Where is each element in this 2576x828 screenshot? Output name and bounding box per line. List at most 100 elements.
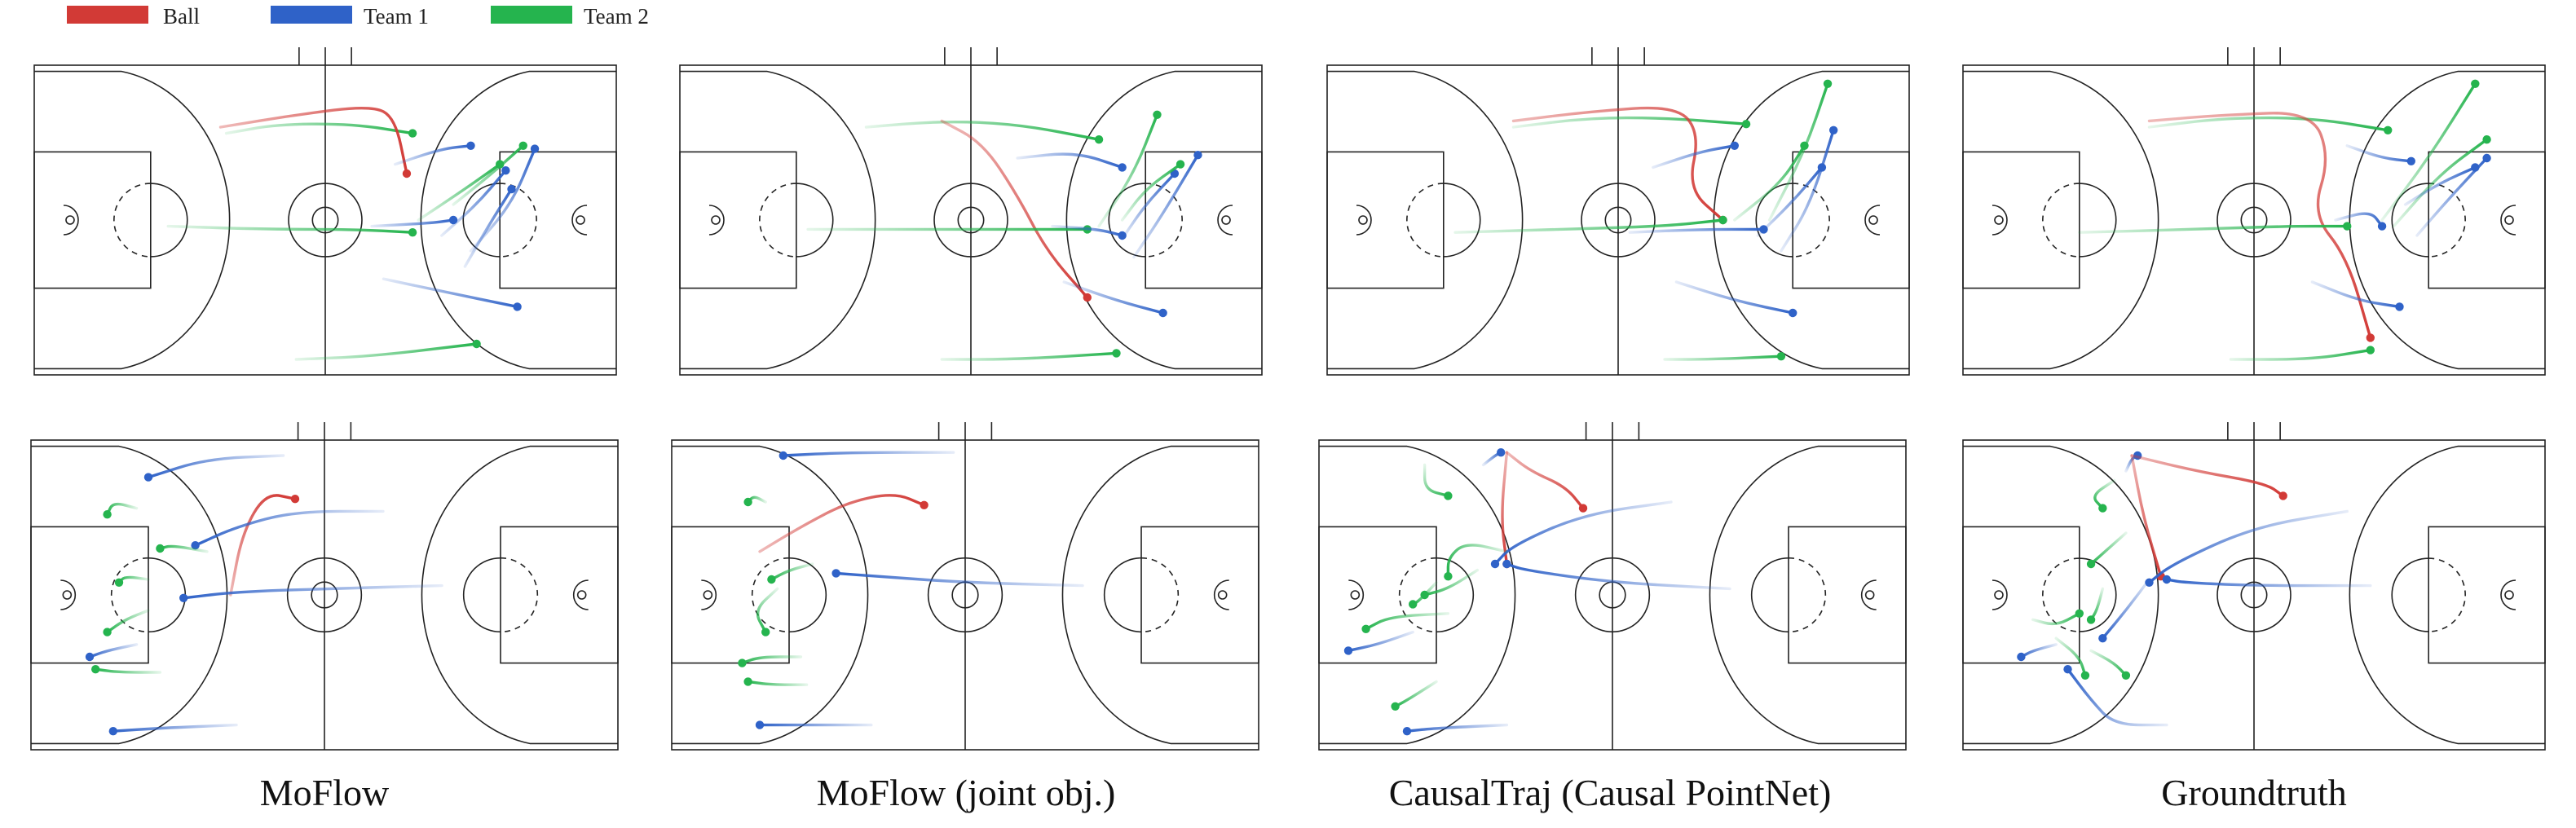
court-panels xyxy=(30,47,2546,751)
team2-trajectory xyxy=(864,120,1101,141)
caption-moflow: MoFlow xyxy=(260,772,390,813)
three-point-line xyxy=(421,445,618,745)
team2-player-marker xyxy=(1823,79,1833,89)
center-circle xyxy=(1574,557,1651,633)
team1-trajectory xyxy=(2334,212,2384,228)
team2-player-marker xyxy=(1153,110,1162,119)
team2-player-marker xyxy=(2482,135,2491,144)
ball-position-marker xyxy=(920,500,929,509)
team2-player-marker xyxy=(1409,600,1418,609)
center-circle-inner xyxy=(311,581,338,609)
team1-player-marker xyxy=(143,473,153,482)
center-circle-inner xyxy=(2240,581,2268,609)
team1-trajectory xyxy=(1481,451,1502,467)
team2-player-marker xyxy=(1094,135,1104,144)
team2-trajectory xyxy=(1423,463,1450,498)
free-throw-arc xyxy=(796,183,834,258)
team2-player-marker xyxy=(761,628,770,636)
free-throw-arc xyxy=(2391,183,2429,258)
key-box xyxy=(1140,526,1259,664)
team2-trajectory xyxy=(452,144,525,206)
team2-player-marker xyxy=(2384,126,2393,134)
rim xyxy=(62,590,73,600)
center-circle-inner xyxy=(957,206,985,234)
team2-player-marker xyxy=(408,129,417,138)
free-throw-arc-dashed xyxy=(751,557,790,633)
team2-trajectory xyxy=(756,587,779,634)
court-panel xyxy=(30,422,619,751)
key-box xyxy=(1145,151,1263,289)
team1-trajectory xyxy=(147,454,285,479)
team1-trajectory xyxy=(1132,153,1200,259)
team1-trajectory xyxy=(112,723,238,733)
team2-trajectory xyxy=(2089,531,2128,566)
team1-trajectory xyxy=(782,451,955,457)
team1-player-marker xyxy=(2482,153,2491,163)
free-throw-arc-dashed xyxy=(2042,183,2080,258)
team2-trajectory xyxy=(1453,218,1725,234)
team2-player-marker xyxy=(1391,702,1400,711)
restricted-arc xyxy=(1992,205,2008,236)
three-point-line xyxy=(34,70,231,370)
three-point-line xyxy=(672,445,869,745)
three-point-line xyxy=(1061,445,1259,745)
free-throw-arc xyxy=(150,183,188,258)
team1-trajectory xyxy=(1062,280,1165,315)
team1-trajectory xyxy=(88,643,139,658)
rim xyxy=(703,590,713,600)
legend: Ball Team 1 Team 2 xyxy=(67,4,649,29)
team1-trajectory xyxy=(1051,224,1124,237)
restricted-arc xyxy=(1217,205,1233,236)
rim xyxy=(1217,590,1228,600)
team1-trajectory xyxy=(2066,667,2168,727)
court-panel xyxy=(1326,47,1910,376)
center-circle xyxy=(2217,183,2291,258)
team1-player-marker xyxy=(1730,141,1739,150)
team2-trajectory xyxy=(224,122,414,135)
team2-player-marker xyxy=(2366,346,2375,355)
team1-trajectory xyxy=(2403,165,2477,206)
team2-trajectory xyxy=(417,162,501,222)
court-panel xyxy=(671,422,1259,751)
team2-player-marker xyxy=(472,339,481,349)
team2-player-marker xyxy=(103,628,112,636)
team2-trajectory xyxy=(2093,478,2116,510)
team1-trajectory xyxy=(1628,227,1766,234)
team2-trajectory xyxy=(740,655,803,665)
team2-trajectory xyxy=(1511,116,1748,129)
free-throw-arc-dashed xyxy=(1145,183,1183,258)
team1-player-marker xyxy=(1789,308,1797,318)
team1-trajectory xyxy=(182,584,443,600)
team2-trajectory xyxy=(2147,116,2389,132)
legend-item-team2: Team 2 xyxy=(491,4,649,29)
team2-player-marker xyxy=(156,544,165,553)
team2-player-marker xyxy=(1176,160,1185,169)
restricted-arc xyxy=(60,579,77,610)
three-point-line xyxy=(2349,70,2545,370)
key-box xyxy=(1318,526,1437,664)
team1-player-marker xyxy=(2098,634,2107,643)
team2-trajectory xyxy=(2031,612,2081,626)
team2-trajectory xyxy=(1364,612,1450,631)
team1-trajectory xyxy=(382,277,519,309)
team1-player-marker xyxy=(779,451,787,460)
team2-trajectory xyxy=(105,502,139,516)
rim xyxy=(2504,590,2514,600)
team2-trajectory xyxy=(166,224,414,234)
team1-player-marker xyxy=(2017,652,2026,662)
free-throw-arc xyxy=(148,557,187,633)
free-throw-arc-dashed xyxy=(1406,183,1444,258)
free-throw-arc-dashed xyxy=(2428,557,2466,632)
restricted-arc xyxy=(572,579,589,610)
team1-player-marker xyxy=(2377,222,2387,231)
key-box xyxy=(679,151,797,289)
team2-trajectory xyxy=(940,351,1118,361)
team1-player-marker xyxy=(513,302,522,311)
key-box xyxy=(671,526,790,664)
team2-player-marker xyxy=(1361,624,1370,633)
ball-position-marker xyxy=(2278,491,2287,500)
team1-player-marker xyxy=(108,727,117,736)
restricted-arc xyxy=(1864,205,1881,236)
caption-causaltraj: CausalTraj (Causal PointNet) xyxy=(1389,772,1832,813)
rim xyxy=(1868,215,1878,225)
